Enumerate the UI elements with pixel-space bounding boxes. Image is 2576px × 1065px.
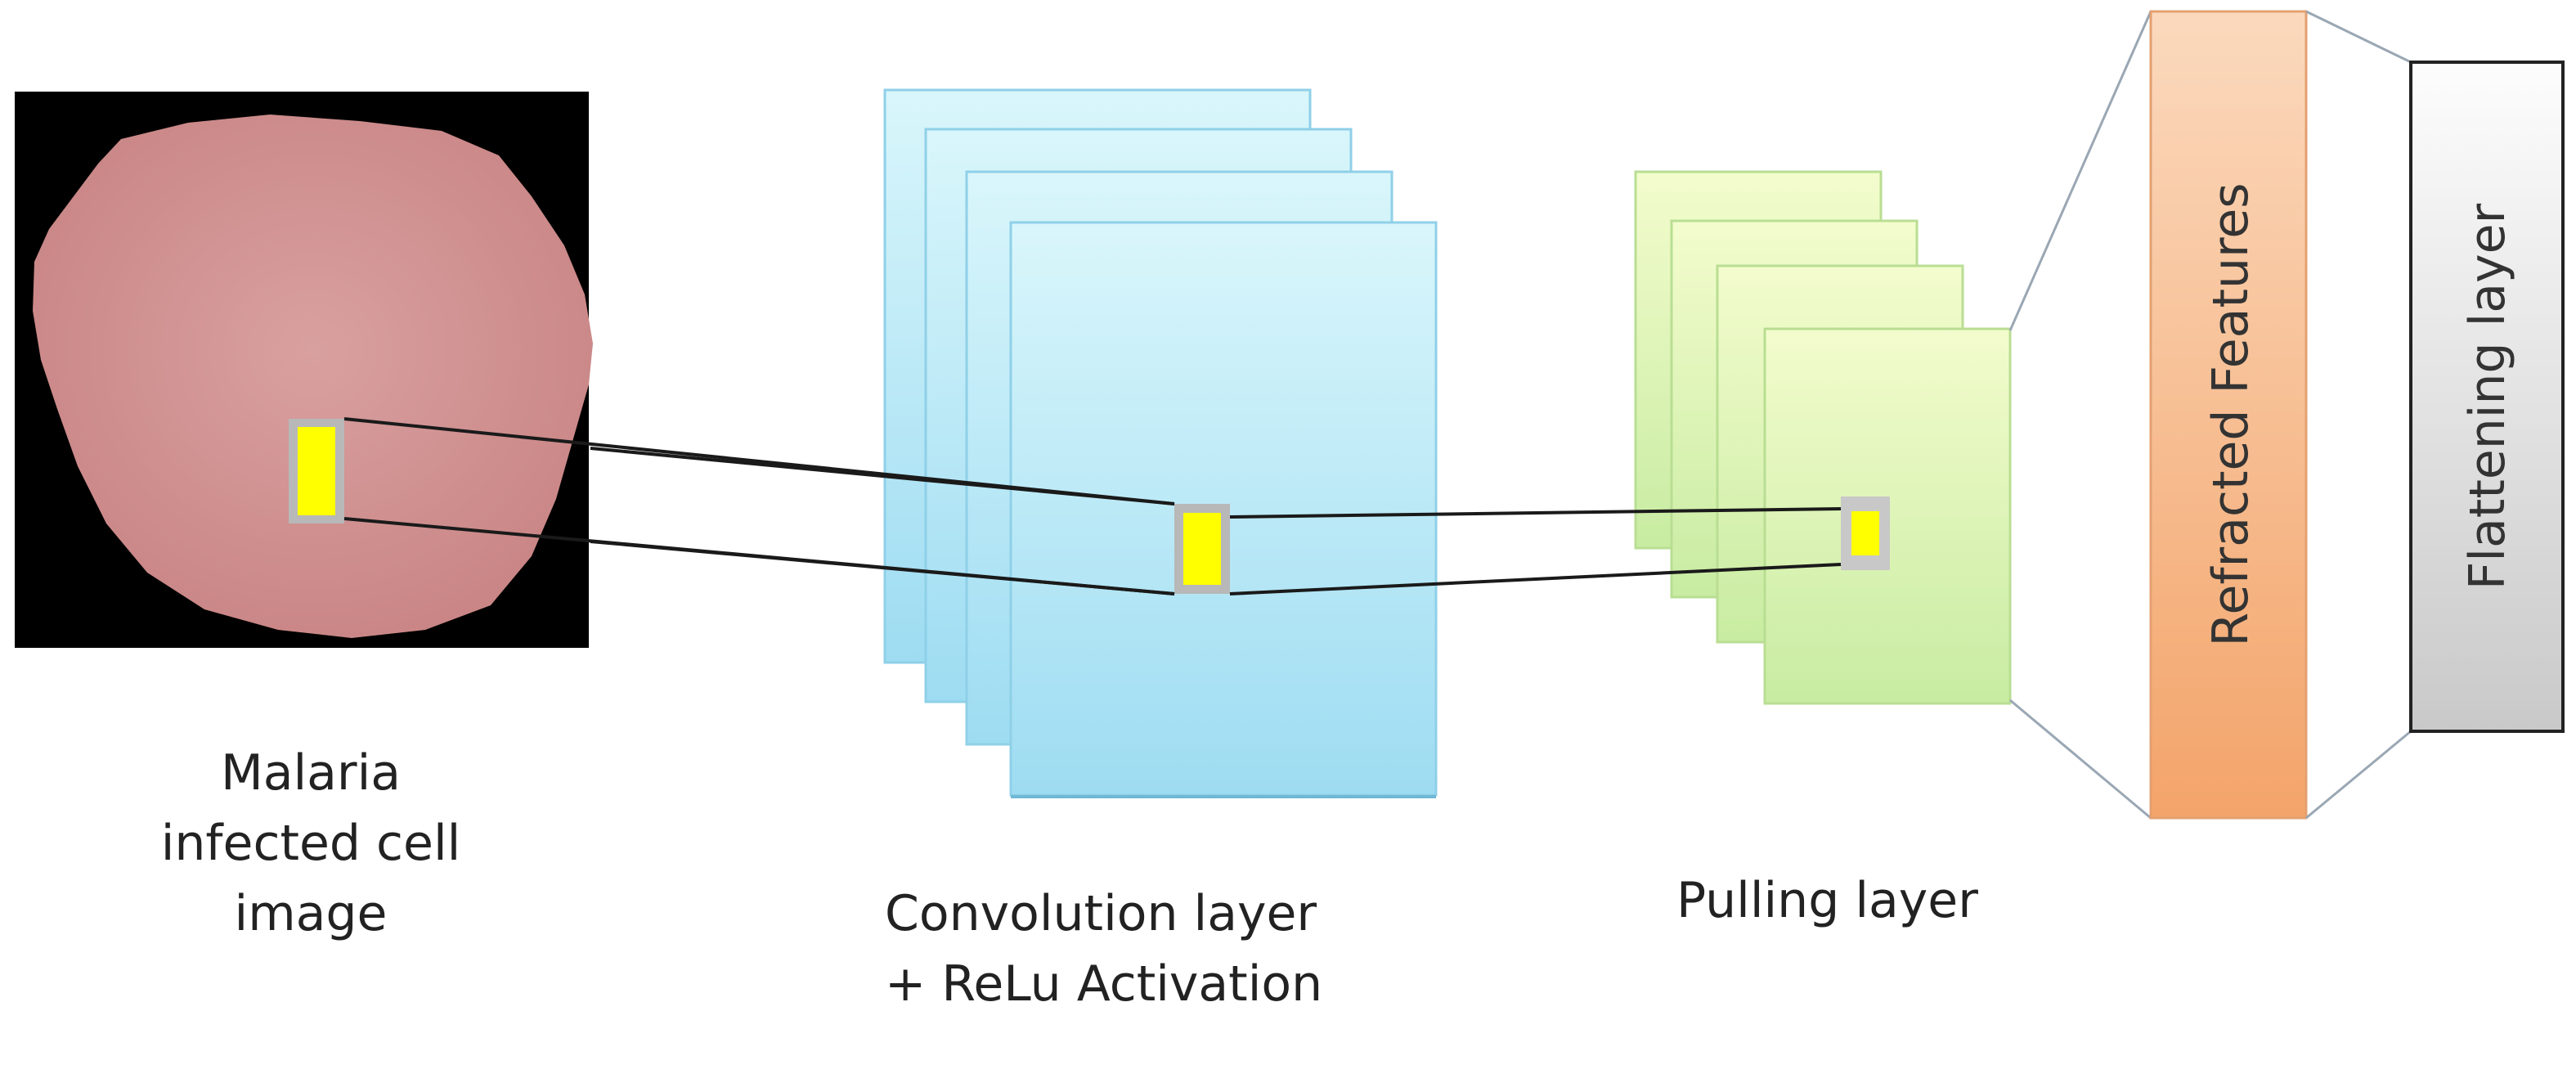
input-label-line-1: Malaria <box>220 744 402 802</box>
flattening-layer-label: Flattening layer <box>2459 204 2516 591</box>
input-label: Malaria infected cell image <box>147 738 474 949</box>
conv-label: Convolution layer + ReLu Activation <box>885 879 1322 1019</box>
connector-line <box>1229 563 1842 595</box>
connection-lines <box>343 417 1842 595</box>
convolution-layer-stack <box>883 88 1438 798</box>
flattening-layer-bar <box>2409 61 2565 733</box>
pool-kernel <box>1851 511 1879 555</box>
conv-label-line-1: Convolution layer <box>885 885 1317 942</box>
refracted-features-label: Refracted Features <box>2202 182 2260 646</box>
input-kernel <box>298 427 335 515</box>
refracted-features-bar <box>2149 10 2308 820</box>
pool-label: Pulling layer <box>1676 865 1978 936</box>
input-cell-image <box>15 92 593 648</box>
conv-kernel <box>1183 513 1221 585</box>
flattening-layer-block: Flattening layer <box>2305 10 2565 820</box>
refracted-features-block: Refracted Features <box>2008 10 2308 820</box>
red-blood-cell <box>33 115 593 638</box>
connector-line <box>590 447 1175 506</box>
connector-line <box>590 540 1175 595</box>
pool-label-line-1: Pulling layer <box>1676 872 1978 929</box>
conv-label-line-2: + ReLu Activation <box>885 955 1323 1013</box>
pooling-layer-stack <box>1634 170 2012 705</box>
input-label-line-3: image <box>234 885 388 942</box>
connector-line <box>1229 507 1842 519</box>
input-label-line-2: infected cell <box>160 815 461 872</box>
